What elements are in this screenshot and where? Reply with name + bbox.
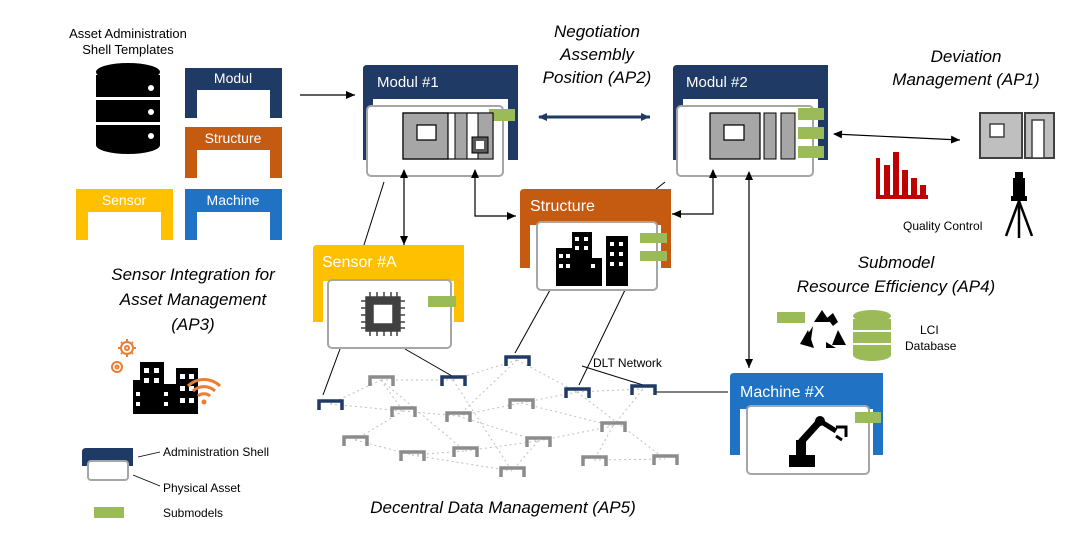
asset-network-links (322, 181, 728, 396)
total-station-icon (1004, 172, 1034, 238)
network-node (368, 375, 395, 386)
structure-submodel-2 (640, 251, 667, 261)
arrow-modul2-deviation (833, 130, 961, 144)
modul1-shell: Modul #1 (363, 65, 518, 177)
network-node (342, 435, 369, 446)
modul1-submodel (489, 109, 515, 121)
svg-text:Deviation: Deviation (931, 47, 1002, 66)
legend-admin-shell-label: Administration Shell (163, 445, 269, 459)
modul1-label: Modul #1 (377, 74, 439, 91)
arrow-modul1-structure (471, 169, 516, 220)
resource-submodel-icon (777, 312, 805, 323)
robot-arm-icon (789, 416, 848, 467)
network-node (499, 466, 526, 477)
lci-database-icon (853, 310, 891, 361)
machine-label: Machine #X (740, 384, 825, 401)
modul2-submodel-3 (798, 146, 824, 158)
structure-label: Structure (530, 198, 595, 215)
buildings-icon (556, 232, 628, 286)
modul2-submodel-2 (798, 127, 824, 139)
sensor-label: Sensor #A (322, 254, 397, 271)
bar-chart-icon (876, 152, 928, 199)
network-node (440, 375, 467, 386)
svg-text:Position (AP2): Position (AP2) (543, 68, 652, 87)
svg-text:Resource Efficiency (AP4): Resource Efficiency (AP4) (797, 277, 995, 296)
legend-submodels: Submodels (94, 506, 223, 520)
template-structure-label: Structure (205, 130, 262, 146)
template-heading-line1: Asset Administration (69, 26, 187, 41)
template-heading-line2: Shell Templates (82, 42, 174, 57)
structure-submodel-1 (640, 233, 667, 243)
template-heading: Asset Administration Shell Templates (69, 26, 187, 57)
machine-shell: Machine #X (730, 373, 883, 475)
legend: Administration Shell Physical Asset Subm… (82, 445, 269, 520)
network-node (600, 421, 627, 432)
modul2-submodel-1 (798, 108, 824, 120)
network-node (564, 387, 591, 398)
network-node (581, 455, 608, 466)
network-node (452, 446, 479, 457)
submodel-resource-label: Submodel Resource Efficiency (AP4) (797, 253, 995, 296)
recycle-icon (800, 310, 846, 348)
network-node (525, 436, 552, 447)
deviation-label: Deviation Management (AP1) (892, 47, 1039, 89)
sensor-shell: Sensor #A (313, 245, 464, 349)
decentral-label: Decentral Data Management (AP5) (370, 498, 636, 517)
lci-label: LCI (920, 323, 939, 337)
sensor-submodel (428, 296, 456, 307)
legend-physical-asset: Physical Asset (87, 460, 241, 495)
network-node (508, 398, 535, 409)
template-modul-label: Modul (214, 70, 252, 86)
svg-text:(AP3): (AP3) (171, 315, 214, 334)
gear-icon (111, 339, 136, 373)
machine-submodel (855, 412, 881, 423)
modul2-label: Modul #2 (686, 74, 748, 91)
quality-control-label: Quality Control (903, 219, 982, 233)
network-node (399, 450, 426, 461)
template-machine-label: Machine (207, 192, 260, 208)
template-sensor: Sensor (76, 189, 173, 240)
network-node (652, 454, 679, 465)
network-node (504, 355, 531, 366)
microchip-icon (361, 292, 405, 336)
structure-shell: Structure (520, 189, 671, 291)
template-structure: Structure (185, 127, 282, 178)
network-node (317, 399, 344, 410)
dlt-network-nodes (317, 355, 679, 477)
smart-buildings-icon (133, 362, 198, 414)
svg-text:Management (AP1): Management (AP1) (892, 70, 1039, 89)
network-node (445, 411, 472, 422)
modul2-shell: Modul #2 (673, 65, 828, 177)
database-icon (96, 63, 160, 154)
sensor-integration-label: Sensor Integration for Asset Management … (111, 265, 276, 334)
dlt-network-label: DLT Network (593, 356, 663, 370)
svg-text:Sensor Integration for: Sensor Integration for (111, 265, 276, 284)
legend-physical-asset-label: Physical Asset (163, 481, 241, 495)
arrow-modul2-structure (672, 169, 717, 218)
legend-submodels-label: Submodels (163, 506, 223, 520)
network-node (390, 406, 417, 417)
svg-text:Negotiation: Negotiation (554, 22, 640, 41)
database-label: Database (905, 339, 957, 353)
template-sensor-label: Sensor (102, 192, 147, 208)
template-modul: Modul (185, 68, 282, 118)
svg-text:Assembly: Assembly (559, 45, 635, 64)
negotiation-label: Negotiation Assembly Position (AP2) (543, 22, 652, 87)
scanned-part-icon (979, 112, 1055, 159)
template-machine: Machine (185, 189, 282, 240)
network-node (630, 384, 657, 395)
svg-text:Submodel: Submodel (858, 253, 936, 272)
wifi-icon (186, 378, 222, 405)
svg-text:Asset Management: Asset Management (119, 290, 268, 309)
